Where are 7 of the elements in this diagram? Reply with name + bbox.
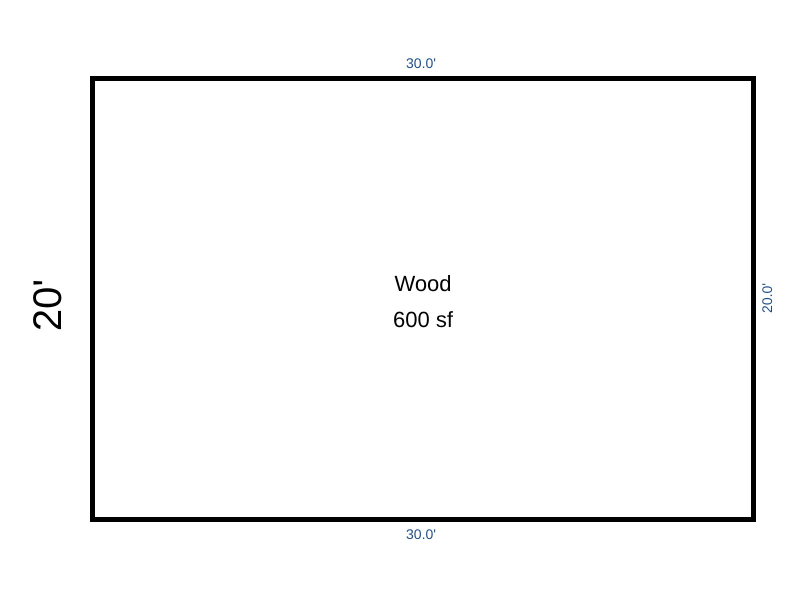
- dimension-label: 30.0': [406, 527, 436, 541]
- dimension-label: 30.0': [406, 56, 436, 70]
- room-area: 600 sf: [393, 307, 453, 333]
- room-name: Wood: [394, 271, 452, 297]
- dimension-label: 20.0': [760, 283, 774, 313]
- room-outline: [90, 76, 756, 522]
- dimension-label: 20': [28, 278, 68, 332]
